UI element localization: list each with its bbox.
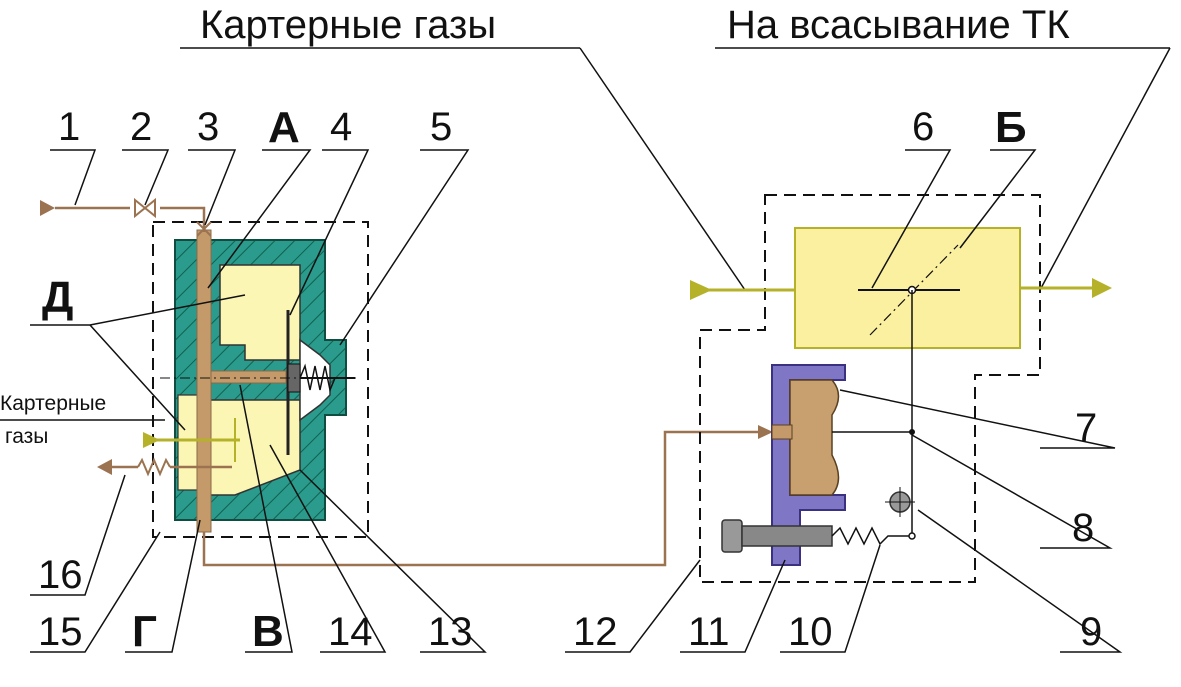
lever-11 <box>771 364 846 566</box>
leader-4 <box>289 149 370 316</box>
cavity-a <box>219 264 301 361</box>
leader-3 <box>188 149 237 226</box>
label-1: 1 <box>58 105 80 149</box>
damper-body <box>794 227 1021 349</box>
label-a: А <box>268 103 300 152</box>
spring-joint <box>908 532 916 540</box>
leader-8 <box>911 434 1113 549</box>
left-boundary <box>152 221 369 538</box>
label-3: 3 <box>197 105 219 149</box>
side-label-line2: газы <box>5 425 48 448</box>
gas-line-out-arrow <box>1092 278 1112 298</box>
leader-a <box>207 149 312 289</box>
label-11: 11 <box>688 610 730 654</box>
label-13: 13 <box>428 610 473 654</box>
leader-crankcase <box>579 47 746 291</box>
label-14: 14 <box>328 610 373 654</box>
label-6: 6 <box>912 105 934 149</box>
title-to-tc-intake: На всасывание ТК <box>727 3 1070 47</box>
leader-5 <box>339 149 470 346</box>
leader-12 <box>565 559 701 653</box>
label-b: Б <box>995 103 1027 152</box>
leader-9 <box>917 509 1123 653</box>
horizontal-channel <box>210 370 287 384</box>
leader-1 <box>50 149 97 206</box>
leader-7 <box>839 389 1116 449</box>
right-boundary <box>699 194 1041 583</box>
label-5: 5 <box>430 105 452 149</box>
jet-3 <box>196 221 212 237</box>
label-g: Г <box>132 607 157 656</box>
label-9: 9 <box>1080 610 1102 654</box>
label-12: 12 <box>573 610 618 654</box>
outlet-arrow <box>97 459 112 475</box>
bolt-head <box>721 519 743 553</box>
label-7: 7 <box>1075 406 1097 450</box>
supply-line-2 <box>160 206 206 232</box>
title-crankcase-gases: Картерные газы <box>200 3 496 47</box>
throttle-2 <box>134 197 156 219</box>
leader-g <box>125 519 201 653</box>
leader-14 <box>269 444 387 653</box>
label-v: В <box>252 607 284 656</box>
leader-15 <box>30 531 161 653</box>
signal-pipe-arrow <box>758 425 773 439</box>
link-joint <box>909 429 915 435</box>
spring-10 <box>831 526 912 546</box>
leader-d-lower <box>89 324 186 431</box>
label-d: Д <box>42 273 73 322</box>
vertical-channel <box>196 229 212 533</box>
leader-intake <box>1039 47 1171 291</box>
spring-chamber <box>299 338 331 422</box>
supply-arrow <box>40 200 55 216</box>
outlet-spring <box>137 457 171 477</box>
leader-2 <box>122 149 170 206</box>
label-8: 8 <box>1072 506 1094 550</box>
gas-line-in-arrow <box>690 280 712 300</box>
spring-5 <box>299 363 336 393</box>
lever-insert-7 <box>789 379 840 496</box>
leader-6 <box>871 149 952 289</box>
leaders <box>0 149 1123 653</box>
gas-inlet-arrow <box>143 432 160 448</box>
leader-b <box>959 149 1037 249</box>
signal-pipe <box>202 430 765 567</box>
leader-v <box>239 384 293 653</box>
label-15: 15 <box>38 610 83 654</box>
lever-port <box>771 424 793 440</box>
label-10: 10 <box>788 610 833 654</box>
leader-10 <box>780 544 881 653</box>
label-4: 4 <box>330 105 352 149</box>
leader-11 <box>680 559 786 653</box>
leader-16 <box>30 474 126 596</box>
label-2: 2 <box>130 105 152 149</box>
side-label-line1: Картерные <box>0 392 106 415</box>
label-16: 16 <box>38 553 83 597</box>
bolt-shank <box>741 525 833 547</box>
leader-13 <box>299 469 487 653</box>
